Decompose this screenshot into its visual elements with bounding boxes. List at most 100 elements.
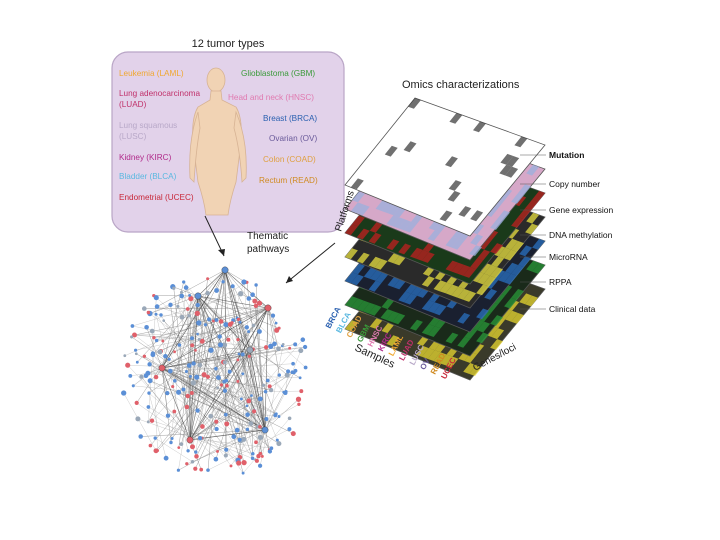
network-node bbox=[176, 389, 182, 395]
tumor-label-ucec: Endometrial (UCEC) bbox=[119, 193, 194, 202]
network-node bbox=[250, 394, 253, 397]
network-node bbox=[214, 419, 219, 424]
omics-cell bbox=[384, 145, 398, 157]
omics-cell bbox=[445, 236, 459, 248]
network-node bbox=[217, 334, 222, 339]
network-node bbox=[153, 295, 159, 301]
network-node bbox=[274, 321, 278, 325]
thematic-label-line2: pathways bbox=[247, 244, 289, 255]
omics-cell bbox=[511, 289, 524, 300]
network-node bbox=[214, 426, 219, 432]
omics-cell bbox=[484, 264, 498, 276]
network-edge bbox=[207, 278, 306, 368]
network-node bbox=[135, 360, 139, 364]
network-node bbox=[298, 376, 302, 380]
network-node bbox=[248, 421, 254, 426]
omics-layer-label: Mutation bbox=[549, 150, 584, 160]
network-node bbox=[132, 332, 137, 338]
omics-cell bbox=[525, 199, 538, 211]
network-node bbox=[277, 415, 281, 418]
omics-cell bbox=[398, 219, 412, 231]
omics-cell bbox=[439, 354, 453, 366]
network-node bbox=[194, 454, 199, 459]
network-node bbox=[234, 427, 240, 433]
omics-cell bbox=[451, 238, 465, 250]
omics-cell bbox=[498, 271, 512, 283]
network-node bbox=[241, 471, 245, 475]
omics-cell bbox=[497, 210, 510, 222]
omics-cell bbox=[433, 352, 447, 364]
network-edge bbox=[148, 269, 226, 423]
network-node bbox=[256, 300, 263, 306]
omics-cell bbox=[362, 302, 376, 314]
omics-cell bbox=[369, 318, 383, 329]
omics-cell bbox=[392, 313, 406, 325]
network-node bbox=[208, 347, 214, 353]
network-edge bbox=[156, 303, 260, 341]
network-edge bbox=[161, 367, 191, 441]
omics-cell bbox=[464, 352, 478, 363]
omics-cell bbox=[532, 262, 545, 274]
omics-cell bbox=[356, 300, 370, 312]
network-node bbox=[195, 302, 200, 308]
network-edge bbox=[136, 353, 163, 369]
omics-cell bbox=[368, 304, 382, 316]
network-edge bbox=[224, 269, 266, 431]
omics-cell bbox=[387, 252, 401, 264]
network-node bbox=[239, 397, 243, 401]
omics-cell bbox=[490, 243, 503, 254]
thematic-label-line1: Thematic bbox=[247, 231, 288, 242]
network-edge bbox=[189, 307, 269, 441]
network-edge bbox=[127, 365, 217, 460]
network-node bbox=[173, 379, 177, 383]
network-node bbox=[150, 351, 155, 356]
omics-cell bbox=[511, 217, 524, 228]
tumor-label-brca: Breast (BRCA) bbox=[263, 114, 317, 123]
network-edge bbox=[141, 376, 191, 441]
network-node bbox=[163, 455, 169, 461]
network-node bbox=[254, 440, 258, 445]
network-node bbox=[293, 342, 298, 347]
network-edge bbox=[134, 334, 200, 340]
network-node bbox=[268, 387, 274, 393]
omics-cell bbox=[381, 202, 395, 214]
network-node bbox=[168, 302, 173, 307]
omics-cell bbox=[356, 252, 370, 264]
omics-cell bbox=[421, 276, 435, 287]
omics-cell bbox=[490, 267, 503, 278]
omics-cell bbox=[404, 221, 417, 233]
network-edge bbox=[197, 295, 229, 340]
network-node bbox=[186, 363, 192, 368]
omics-cell bbox=[408, 98, 421, 109]
omics-cell bbox=[532, 190, 545, 202]
network-node bbox=[236, 460, 242, 466]
network-node bbox=[231, 434, 237, 440]
network-node bbox=[197, 435, 203, 441]
network-edge bbox=[225, 414, 276, 416]
network-edge bbox=[123, 392, 157, 451]
network-edge bbox=[153, 307, 269, 338]
network-node bbox=[222, 388, 228, 393]
network-node bbox=[269, 446, 274, 451]
network-node bbox=[213, 456, 219, 462]
network-node bbox=[247, 354, 251, 358]
network-node bbox=[153, 436, 157, 440]
omics-cell bbox=[471, 343, 485, 355]
tumor-label-ov: Ovarian (OV) bbox=[269, 134, 317, 143]
omics-cell bbox=[485, 302, 499, 313]
network-edge bbox=[197, 295, 288, 376]
network-node bbox=[241, 279, 247, 285]
network-node bbox=[298, 348, 304, 354]
network-node bbox=[293, 368, 298, 373]
omics-cell bbox=[410, 247, 423, 259]
network-edge bbox=[178, 344, 225, 393]
omics-cell bbox=[345, 248, 358, 260]
network-edge bbox=[189, 324, 206, 441]
omics-cell bbox=[356, 228, 370, 240]
network-edge bbox=[197, 269, 226, 297]
network-node bbox=[257, 434, 264, 440]
omics-cell bbox=[398, 291, 412, 303]
omics-cell bbox=[352, 263, 365, 275]
omics-cell bbox=[505, 166, 519, 178]
